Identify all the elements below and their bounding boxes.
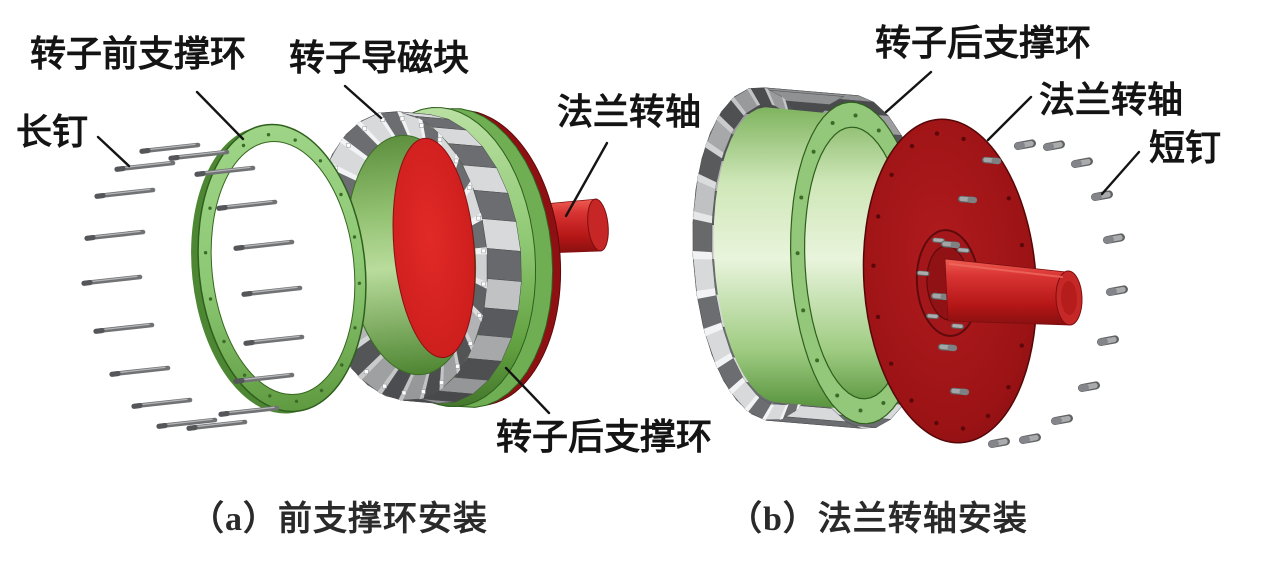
leader-flange-shaft-b [986, 95, 1033, 142]
label-short-pin: 短钉 [1149, 128, 1222, 168]
leader-front-support-ring [195, 90, 245, 141]
label-flange-shaft-a: 法兰转轴 [557, 92, 702, 132]
label-rear-support-ring-a: 转子后支撑环 [496, 417, 713, 457]
label-flange-shaft-b: 法兰转轴 [1039, 80, 1184, 120]
leader-magnet-block [343, 84, 383, 120]
leader-rear-ring-a [504, 366, 551, 415]
flange-shaft [862, 118, 1083, 444]
long-pins [81, 142, 305, 431]
leader-rear-ring-b [884, 70, 933, 114]
leader-flange-shaft-a [564, 141, 609, 218]
leader-long-pin [96, 135, 131, 168]
leader-lines [96, 70, 1141, 415]
label-front-support-ring: 转子前支撑环 [30, 34, 247, 74]
label-magnet-block: 转子导磁块 [289, 38, 470, 78]
short-pins [988, 139, 1128, 448]
label-rear-support-ring-b: 转子后支撑环 [875, 23, 1092, 63]
leader-short-pin [1100, 150, 1141, 196]
caption-figure-a: （a）前支撑环安装 [190, 501, 488, 538]
caption-figure-b: （b）法兰转轴安装 [728, 501, 1028, 538]
label-long-pin: 长钉 [16, 112, 89, 152]
